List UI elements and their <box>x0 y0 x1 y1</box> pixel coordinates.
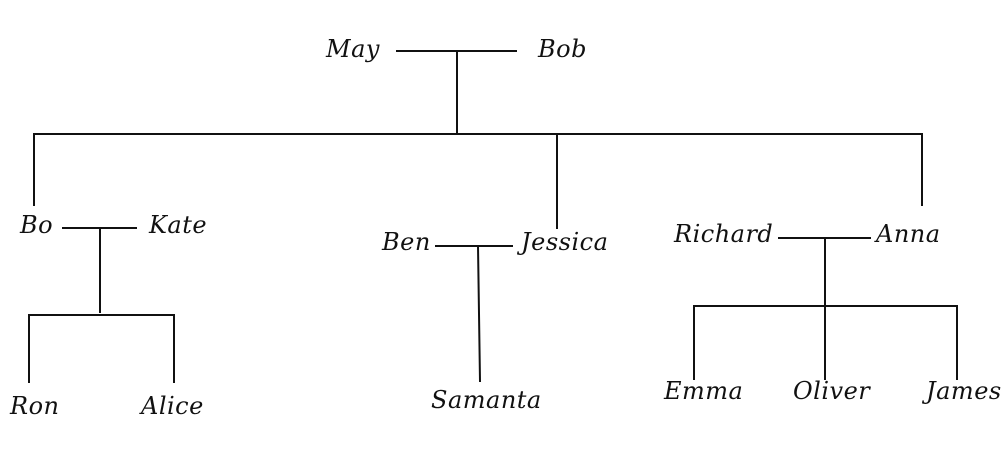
child-name-samanta: Samanta <box>431 386 542 414</box>
child-name-ron: Ron <box>9 392 59 420</box>
ben-jessica-descent-line <box>476 244 482 383</box>
parent-name-jessica: Jessica <box>516 228 608 256</box>
child-name-james: James <box>921 377 1001 405</box>
child-name-emma: Emma <box>663 377 743 405</box>
parent-name-anna: Anna <box>874 220 941 248</box>
child-name-alice: Alice <box>139 392 204 420</box>
parent-name-richard: Richard <box>673 220 773 248</box>
parent-name-bo: Bo <box>19 211 53 239</box>
parent-name-ben: Ben <box>381 228 431 256</box>
grandparent-name-bob: Bob <box>537 35 587 63</box>
parent-name-kate: Kate <box>148 211 207 239</box>
grandparent-name-may: May <box>325 35 380 63</box>
child-name-oliver: Oliver <box>793 377 871 405</box>
